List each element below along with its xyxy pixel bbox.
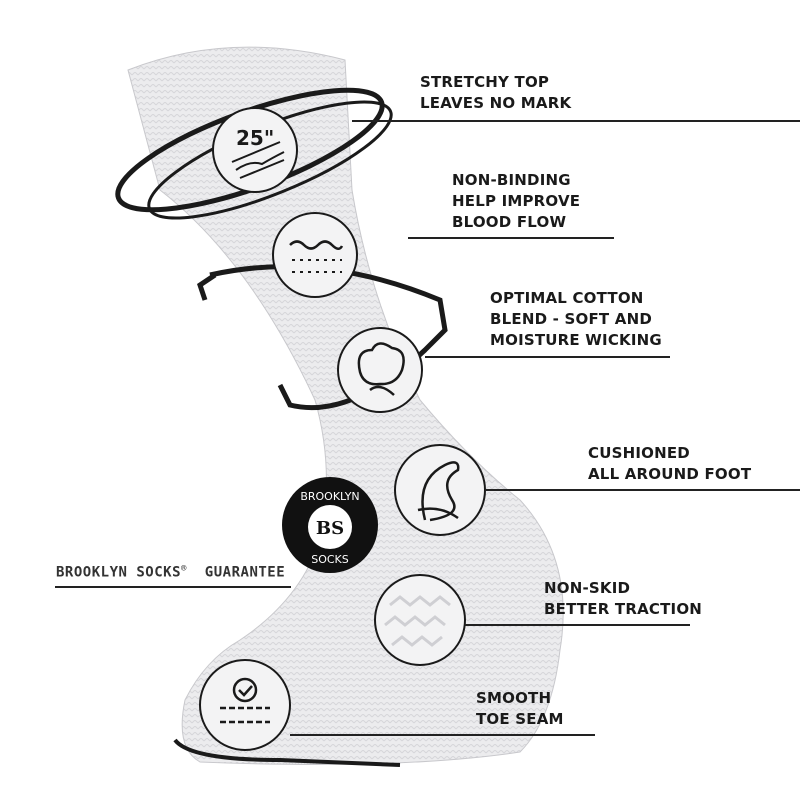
svg-text:BS: BS	[316, 518, 344, 539]
feature-line: CUSHIONED	[588, 444, 690, 462]
feather-icon	[394, 444, 486, 536]
grip-pattern-icon	[374, 574, 466, 666]
feature-cotton-blend: OPTIMAL COTTON BLEND - SOFT AND MOISTURE…	[490, 288, 662, 351]
sock-shape	[127, 46, 564, 765]
stretch-25-inch-icon: 25"	[212, 107, 298, 193]
feature-line: STRETCHY TOP	[420, 73, 550, 91]
feature-line: BLOOD FLOW	[452, 213, 567, 231]
feature-cushioned: CUSHIONED ALL AROUND FOOT	[588, 443, 751, 485]
feature-line: TOE SEAM	[476, 710, 564, 728]
feature-line: SMOOTH	[476, 689, 552, 707]
feature-non-skid: NON-SKID BETTER TRACTION	[544, 578, 702, 620]
feature-line: MOISTURE WICKING	[490, 331, 662, 349]
brooklyn-socks-logo: BS BROOKLYN SOCKS	[282, 477, 378, 573]
leader-line	[485, 489, 800, 491]
feature-line: LEAVES NO MARK	[420, 94, 572, 112]
wave-fabric-icon	[272, 212, 358, 298]
registered-mark: ®	[181, 564, 187, 574]
feature-non-binding: NON-BINDING HELP IMPROVE BLOOD FLOW	[452, 170, 580, 233]
feature-line: OPTIMAL COTTON	[490, 289, 644, 307]
leader-line	[352, 120, 800, 122]
leader-line	[55, 586, 291, 588]
feature-line: BETTER TRACTION	[544, 600, 703, 618]
feature-line: NON-BINDING	[452, 171, 571, 189]
leader-line	[290, 734, 595, 736]
guarantee-label: BROOKLYN SOCKS® GUARANTEE	[56, 564, 285, 581]
feature-line: HELP IMPROVE	[452, 192, 581, 210]
leader-line	[465, 624, 690, 626]
leader-line	[425, 356, 670, 358]
feature-line: ALL AROUND FOOT	[588, 465, 752, 483]
leader-line	[408, 237, 614, 239]
toe-arc	[173, 738, 401, 767]
check-seam-icon	[199, 659, 291, 751]
guarantee-text: GUARANTEE	[204, 564, 286, 581]
svg-text:SOCKS: SOCKS	[311, 553, 349, 566]
guarantee-brand: BROOKLYN SOCKS	[56, 564, 182, 581]
svg-text:BROOKLYN: BROOKLYN	[300, 490, 359, 503]
cotton-flower-icon	[337, 327, 423, 413]
feature-line: NON-SKID	[544, 579, 631, 597]
feature-line: BLEND - SOFT AND	[490, 310, 652, 328]
feature-smooth-toe: SMOOTH TOE SEAM	[476, 688, 564, 730]
feature-stretchy-top: STRETCHY TOP LEAVES NO MARK	[420, 72, 571, 114]
